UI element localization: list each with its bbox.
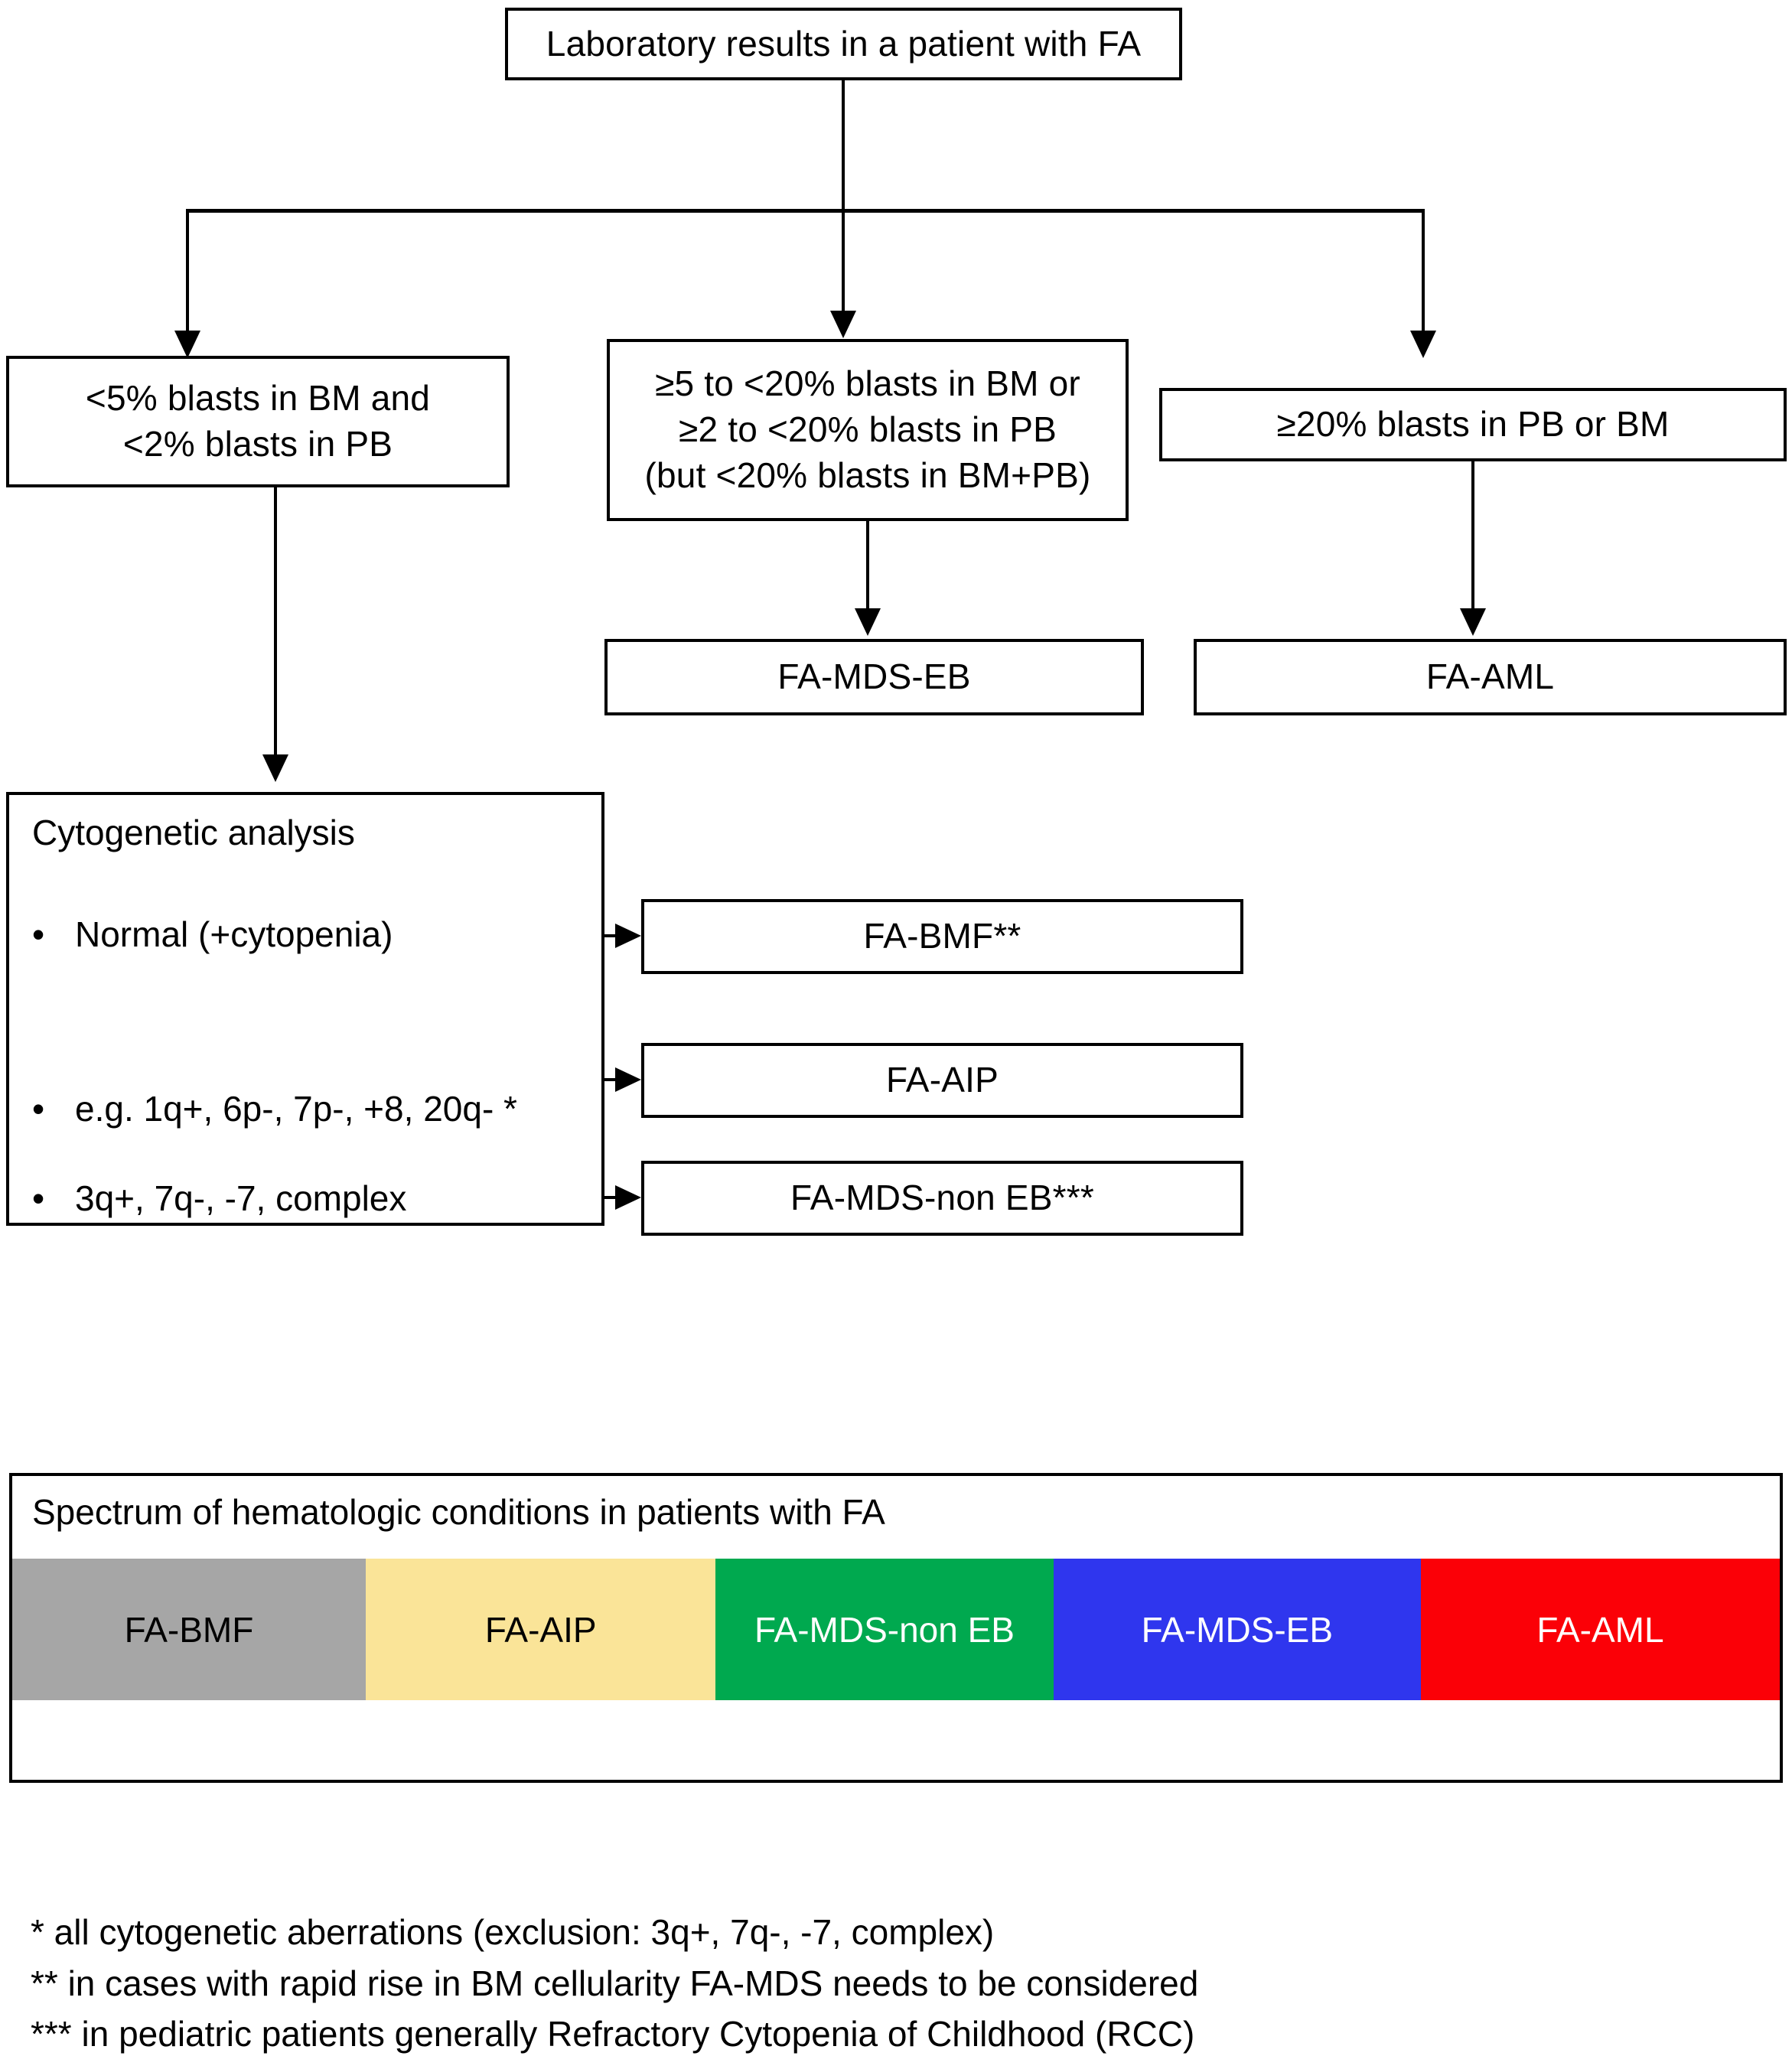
branch-box-high-blasts: ≥20% blasts in PB or BM [1159, 388, 1787, 461]
arrow-middle-down-icon [830, 311, 856, 338]
spectrum-title: Spectrum of hematologic conditions in pa… [32, 1492, 885, 1532]
arrow-left-down-icon [174, 331, 200, 358]
cytogenetic-item-normal: • Normal (+cytopenia) [32, 914, 393, 955]
spectrum-bar: FA-BMF FA-AIP FA-MDS-non EB FA-MDS-EB FA… [12, 1559, 1780, 1700]
arrow-bmf-right-icon [615, 924, 641, 948]
spectrum-segment-fa-aip: FA-AIP [366, 1559, 716, 1700]
connector-low-to-cytogenetics [274, 487, 277, 759]
spectrum-segment-fa-bmf: FA-BMF [12, 1559, 366, 1700]
outcome-box-fa-aml: FA-AML [1194, 639, 1787, 715]
root-box: Laboratory results in a patient with FA [505, 8, 1182, 80]
cytogenetic-analysis-title: Cytogenetic analysis [32, 813, 355, 852]
cytogenetic-item-complex: • 3q+, 7q-, -7, complex [32, 1178, 406, 1219]
arrow-right-down-icon [1410, 331, 1436, 358]
connector-normal-to-bmf [604, 934, 624, 937]
branch-low-line-2: <2% blasts in PB [122, 424, 393, 464]
footnote-line-2: ** in cases with rapid rise in BM cellul… [31, 1963, 1199, 2003]
connector-intermediate-to-mdseb [866, 521, 869, 613]
outcome-fa-aml-label: FA-AML [1425, 657, 1555, 697]
footnotes: * all cytogenetic aberrations (exclusion… [31, 1907, 1775, 2056]
outcome-box-fa-mds-non-eb: FA-MDS-non EB*** [641, 1161, 1243, 1236]
branch-intermediate-line-1: ≥5 to <20% blasts in BM or [655, 363, 1080, 404]
bullet-icon: • [32, 1089, 45, 1129]
spectrum-segment-fa-mds-non-eb: FA-MDS-non EB [715, 1559, 1054, 1700]
connector-complex-to-mdsnoneb [604, 1196, 624, 1199]
spectrum-segment-fa-aml: FA-AML [1421, 1559, 1780, 1700]
connector-distribution-bar [186, 209, 1425, 213]
branch-low-line-1: <5% blasts in BM and [85, 378, 431, 419]
arrow-mdsnoneb-right-icon [615, 1185, 641, 1210]
connector-right-drop [1422, 209, 1425, 343]
footnote-line-1: * all cytogenetic aberrations (exclusion… [31, 1912, 995, 1952]
spectrum-segment-fa-aml-label: FA-AML [1536, 1609, 1664, 1650]
outcome-box-fa-aip: FA-AIP [641, 1043, 1243, 1118]
bullet-icon: • [32, 914, 45, 954]
spectrum-segment-fa-mds-eb-label: FA-MDS-EB [1141, 1609, 1334, 1650]
connector-middle-drop [842, 209, 845, 320]
cytogenetic-item-aberrations: • e.g. 1q+, 6p-, 7p-, +8, 20q- * [32, 1088, 517, 1129]
outcome-fa-mds-non-eb-label: FA-MDS-non EB*** [790, 1178, 1094, 1218]
bullet-icon: • [32, 1178, 45, 1218]
outcome-fa-aip-label: FA-AIP [886, 1060, 999, 1100]
cytogenetic-item-complex-label: 3q+, 7q-, -7, complex [75, 1178, 407, 1218]
root-box-label: Laboratory results in a patient with FA [546, 23, 1142, 64]
cytogenetic-item-normal-label: Normal (+cytopenia) [75, 914, 393, 954]
arrow-mdseb-down-icon [855, 608, 881, 636]
branch-intermediate-line-2: ≥2 to <20% blasts in PB [679, 409, 1057, 450]
spectrum-segment-fa-aip-label: FA-AIP [484, 1609, 597, 1650]
arrow-cytogenetics-down-icon [262, 754, 288, 782]
outcome-fa-bmf-label: FA-BMF** [863, 916, 1021, 956]
spectrum-segment-fa-mds-eb: FA-MDS-EB [1053, 1559, 1422, 1700]
outcome-box-fa-bmf: FA-BMF** [641, 899, 1243, 974]
branch-box-low-blasts: <5% blasts in BM and <2% blasts in PB [6, 356, 510, 487]
spectrum-panel: Spectrum of hematologic conditions in pa… [9, 1473, 1783, 1783]
branch-intermediate-line-3: (but <20% blasts in BM+PB) [644, 455, 1091, 495]
cytogenetic-analysis-panel: Cytogenetic analysis • Normal (+cytopenia… [6, 792, 604, 1226]
branch-box-intermediate-blasts: ≥5 to <20% blasts in BM or ≥2 to <20% bl… [607, 339, 1129, 521]
spectrum-segment-fa-mds-non-eb-label: FA-MDS-non EB [754, 1609, 1015, 1650]
spectrum-segment-fa-bmf-label: FA-BMF [124, 1609, 254, 1650]
cytogenetic-item-aberrations-label: e.g. 1q+, 6p-, 7p-, +8, 20q- * [75, 1089, 517, 1129]
outcome-box-fa-mds-eb: FA-MDS-EB [604, 639, 1144, 715]
branch-high-line-1: ≥20% blasts in PB or BM [1276, 404, 1670, 445]
connector-left-drop [186, 209, 189, 343]
connector-root-stem [842, 80, 845, 210]
outcome-fa-mds-eb-label: FA-MDS-EB [777, 657, 971, 697]
footnote-line-3: *** in pediatric patients generally Refr… [31, 2014, 1195, 2054]
connector-aberrations-to-aip [604, 1078, 624, 1081]
arrow-aip-right-icon [615, 1067, 641, 1092]
arrow-aml-down-icon [1460, 608, 1486, 636]
connector-high-to-aml [1471, 461, 1474, 613]
